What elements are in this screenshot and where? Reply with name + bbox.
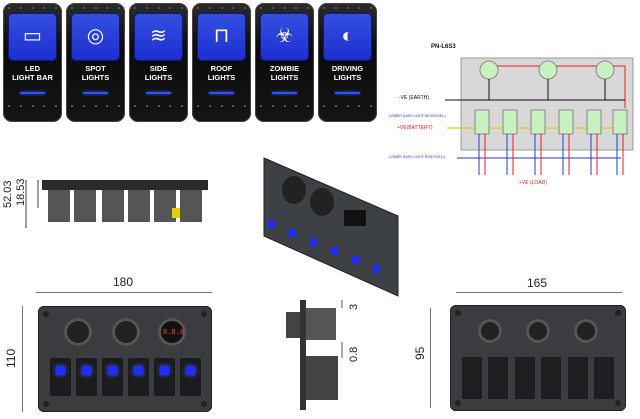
dim-front-height: 110 — [4, 348, 18, 368]
isometric-panel-view — [258, 150, 408, 300]
switch-rear — [306, 356, 338, 400]
battery-label: +VE(BATTERY) — [397, 125, 433, 131]
part-number: PN-L6S3 — [431, 44, 456, 50]
back-switch-terminals — [462, 357, 614, 399]
front-switch-3[interactable] — [102, 358, 123, 396]
back-socket-2 — [526, 319, 550, 343]
front-switch-6[interactable] — [180, 358, 201, 396]
socket-mid — [310, 188, 334, 216]
front-switch-2[interactable] — [76, 358, 97, 396]
voltmeter-display — [344, 210, 366, 226]
switch-contacts — [474, 109, 628, 135]
dim-line-height — [22, 306, 27, 412]
spot-lights-icon: ◎ — [86, 25, 105, 47]
red-bus-wire — [489, 65, 626, 108]
voltmeter: 8.8.8 — [158, 318, 186, 346]
indicator-led — [146, 92, 171, 94]
side-profile-drawing: 52.03 18.53 — [2, 172, 216, 242]
driving-lights-icon: ◐ — [341, 25, 354, 47]
dim-profile-top: 3 — [348, 303, 360, 310]
indicator-led — [20, 92, 45, 94]
indicator-led — [209, 92, 234, 94]
panel-edge — [42, 180, 208, 190]
profile-drawing: 3 0.8 — [280, 298, 370, 414]
switch-face: ≋ — [134, 13, 183, 61]
led-light-bar-icon: ▭ — [23, 25, 42, 47]
indicator-led — [335, 92, 360, 94]
back-panel — [450, 305, 626, 411]
switch-face: ◐ — [323, 13, 372, 61]
panel-thickness — [300, 300, 306, 410]
socket-rear — [306, 308, 336, 340]
panel-face — [263, 157, 399, 297]
front-switch-4[interactable] — [128, 358, 149, 396]
dim-line-width — [36, 292, 212, 297]
back-socket-1 — [478, 319, 502, 343]
indicator-bulbs — [479, 60, 615, 80]
dash-negative-label: LOWER DASH LIGHT NEGATIVE(-) — [389, 114, 446, 118]
dim-side-inner: 18.53 — [15, 178, 27, 206]
dim-front-width: 180 — [113, 275, 134, 289]
cigarette-socket[interactable] — [64, 318, 92, 346]
load-label: +VE (LOAD) — [519, 180, 547, 186]
back-socket-3 — [574, 319, 598, 343]
switch-face: ◎ — [71, 13, 120, 61]
iso-switch-lights — [268, 220, 380, 273]
dim-side-outer: 52.03 — [2, 180, 14, 208]
dash-positive-label: LOWER DASH LIGHT POSITIVE(+) — [389, 155, 446, 159]
dim-line-back-width — [456, 292, 622, 297]
yellow-connector — [172, 208, 180, 218]
earth-label: -VE (EARTH) — [399, 95, 429, 101]
front-switch-1[interactable] — [50, 358, 71, 396]
indicator-led — [272, 92, 297, 94]
switch-face: ☣ — [260, 13, 309, 61]
dim-profile-mid: 0.8 — [348, 346, 360, 362]
wiring-diagram: PN-L6S3 -VE (EARTH) LOWER DASH LIGHT NEG… — [385, 40, 637, 190]
wiring-diagram-svg — [445, 57, 634, 175]
dim-line-back-height — [430, 308, 435, 408]
switch-face: ▭ — [8, 13, 57, 61]
dim-back-width: 165 — [527, 276, 548, 290]
roof-lights-icon: ⊓ — [213, 25, 230, 47]
usb-socket[interactable] — [112, 318, 140, 346]
front-panel: 8.8.8 — [38, 306, 212, 412]
switch-face: ⊓ — [197, 13, 246, 61]
side-lights-icon: ≋ — [150, 25, 167, 47]
load-wires — [478, 134, 624, 175]
zombie-biohazard-icon: ☣ — [275, 25, 294, 47]
front-switch-5[interactable] — [154, 358, 175, 396]
voltmeter-readout: 8.8.8 — [163, 328, 185, 336]
socket-left — [282, 176, 306, 204]
rocker-bodies — [48, 190, 202, 222]
indicator-led — [83, 92, 108, 94]
dim-back-height: 95 — [413, 346, 427, 360]
socket-body — [286, 312, 300, 338]
